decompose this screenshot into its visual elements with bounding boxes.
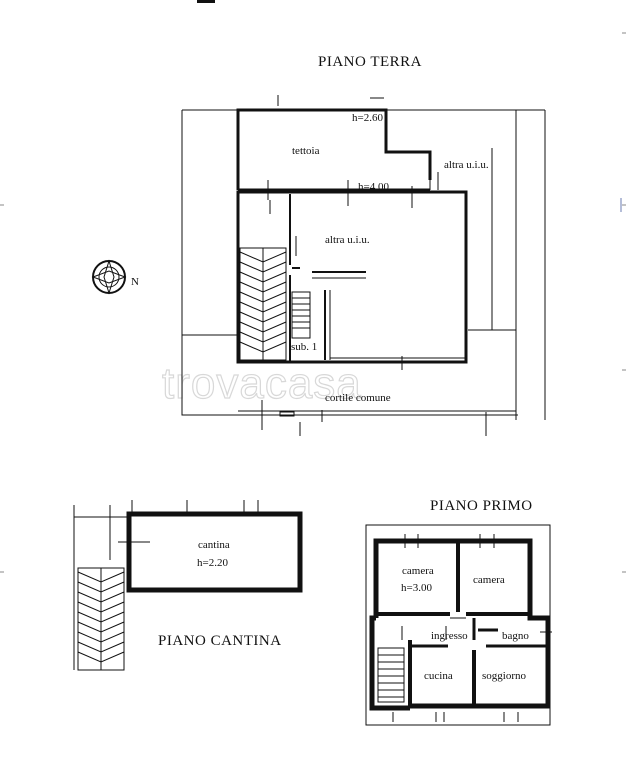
ground-ticks xyxy=(261,95,487,436)
label-cortile: cortile comune xyxy=(325,392,391,404)
label-h-tettoia: h=2.60 xyxy=(352,112,383,124)
label-altra-uiu-center: altra u.i.u. xyxy=(325,234,370,246)
label-sub: sub. 1 xyxy=(291,341,317,353)
ground-floor-plan xyxy=(181,95,546,436)
main-building xyxy=(236,190,468,364)
tettoia-walls xyxy=(236,108,432,190)
top-mark xyxy=(197,0,215,3)
cantina-room xyxy=(126,511,303,593)
first-stairs xyxy=(377,647,405,703)
first-outer-walls xyxy=(373,538,551,709)
label-bagno: bagno xyxy=(502,630,529,642)
label-altra-uiu-right: altra u.i.u. xyxy=(444,159,489,171)
label-h-main: h=4.00 xyxy=(358,181,389,193)
title-piano-terra: PIANO TERRA xyxy=(318,54,422,70)
label-soggiorno: soggiorno xyxy=(482,670,527,682)
north-compass xyxy=(91,259,127,295)
edge-ticks xyxy=(0,32,626,573)
label-h-cantina: h=2.20 xyxy=(197,557,228,569)
cellar-chevron-stair xyxy=(77,567,125,671)
ground-stairs xyxy=(291,291,311,339)
label-tettoia: tettoia xyxy=(292,145,320,157)
north-label: N xyxy=(131,276,139,288)
first-ticks xyxy=(392,534,552,722)
label-h-camera-1: h=3.00 xyxy=(401,582,432,594)
first-floor-plan xyxy=(365,524,552,726)
title-piano-cantina: PIANO CANTINA xyxy=(158,633,282,649)
ground-gate xyxy=(279,411,295,417)
label-cucina: cucina xyxy=(424,670,453,682)
title-piano-primo: PIANO PRIMO xyxy=(430,498,533,514)
ground-chevron-stair xyxy=(239,247,287,361)
label-cantina: cantina xyxy=(198,539,230,551)
watermark: trovacasa xyxy=(162,359,362,408)
label-camera-1: camera xyxy=(402,565,434,577)
cellar-ticks xyxy=(131,500,259,512)
lot-outline xyxy=(181,110,518,416)
first-left-wall xyxy=(369,615,410,711)
cellar-floor-plan xyxy=(73,500,303,671)
label-ingresso: ingresso xyxy=(431,630,468,642)
label-camera-2: camera xyxy=(473,574,505,586)
